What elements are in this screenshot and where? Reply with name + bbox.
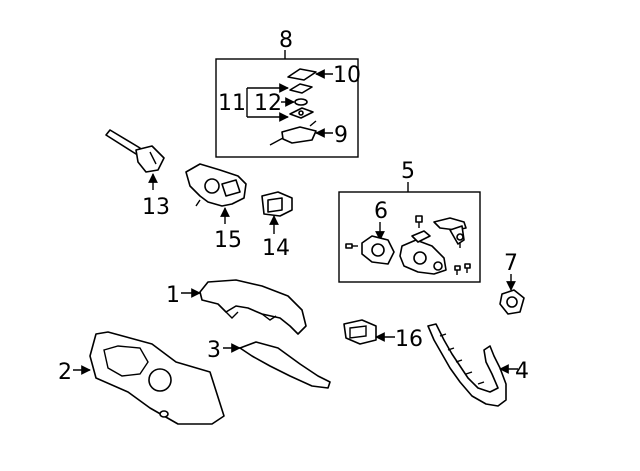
part-15-lock-housing bbox=[185, 163, 247, 207]
callout-3: 3 bbox=[207, 338, 221, 363]
callout-7: 7 bbox=[504, 251, 518, 276]
group-8-box bbox=[215, 50, 359, 158]
callout-10: 10 bbox=[333, 63, 361, 88]
key-transmitter-parts bbox=[269, 68, 317, 146]
part-7-immobilizer bbox=[499, 289, 525, 315]
callout-12: 12 bbox=[254, 91, 282, 116]
part-1-upper-cover bbox=[199, 279, 307, 335]
callout-4: 4 bbox=[515, 359, 529, 384]
callout-16: 16 bbox=[395, 327, 423, 352]
part-3-panel bbox=[239, 341, 331, 389]
callout-15: 15 bbox=[214, 228, 242, 253]
callout-5: 5 bbox=[401, 159, 415, 184]
part-14-switch bbox=[261, 191, 293, 217]
part-2-lower-cover bbox=[89, 331, 225, 425]
callout-11: 11 bbox=[218, 91, 246, 116]
callout-9: 9 bbox=[334, 123, 348, 148]
part-13-combination-switch bbox=[105, 129, 165, 173]
lock-set-parts bbox=[345, 215, 471, 275]
callout-14: 14 bbox=[262, 236, 290, 261]
part-16-connector bbox=[343, 319, 377, 345]
callout-8: 8 bbox=[279, 28, 293, 53]
part-4-boot-seal bbox=[427, 323, 507, 407]
callout-1: 1 bbox=[166, 283, 180, 308]
callout-13: 13 bbox=[142, 195, 170, 220]
callout-2: 2 bbox=[58, 360, 72, 385]
group-5-box bbox=[338, 182, 481, 283]
callout-6: 6 bbox=[374, 199, 388, 224]
